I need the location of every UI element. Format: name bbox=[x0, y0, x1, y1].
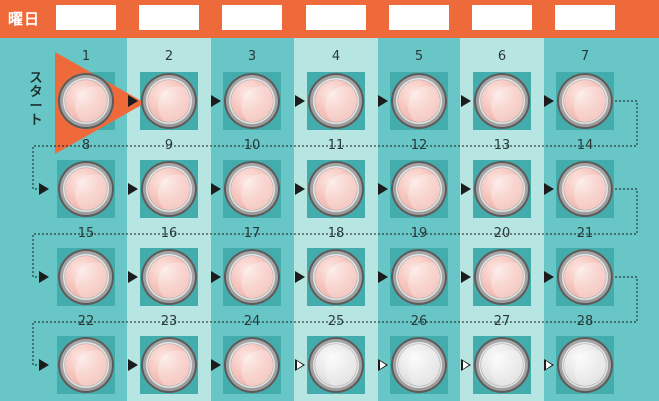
hollow-arrow-icon bbox=[544, 359, 554, 371]
day-number: 1 bbox=[66, 50, 106, 64]
day-number: 26 bbox=[399, 315, 439, 329]
arrow-icon bbox=[128, 95, 138, 107]
day-number: 17 bbox=[232, 227, 272, 241]
active-pill[interactable] bbox=[391, 73, 447, 129]
day-number: 16 bbox=[149, 227, 189, 241]
active-pill[interactable] bbox=[58, 337, 114, 393]
arrow-icon bbox=[544, 271, 554, 283]
day-number: 4 bbox=[316, 50, 356, 64]
day-number: 6 bbox=[482, 50, 522, 64]
active-pill[interactable] bbox=[308, 249, 364, 305]
arrow-icon bbox=[295, 95, 305, 107]
active-pill[interactable] bbox=[557, 73, 613, 129]
active-pill[interactable] bbox=[58, 73, 114, 129]
arrow-icon bbox=[378, 271, 388, 283]
day-number: 7 bbox=[565, 50, 605, 64]
arrow-icon bbox=[211, 271, 221, 283]
active-pill[interactable] bbox=[474, 161, 530, 217]
arrow-icon bbox=[211, 359, 221, 371]
active-pill[interactable] bbox=[308, 73, 364, 129]
active-pill[interactable] bbox=[474, 249, 530, 305]
hollow-arrow-icon bbox=[378, 359, 388, 371]
day-number: 24 bbox=[232, 315, 272, 329]
active-pill[interactable] bbox=[58, 161, 114, 217]
arrow-icon bbox=[295, 271, 305, 283]
day-number: 2 bbox=[149, 50, 189, 64]
day-number: 3 bbox=[232, 50, 272, 64]
day-number: 15 bbox=[66, 227, 106, 241]
day-number: 10 bbox=[232, 139, 272, 153]
day-number: 13 bbox=[482, 139, 522, 153]
day-number: 19 bbox=[399, 227, 439, 241]
placebo-pill[interactable] bbox=[308, 337, 364, 393]
arrow-icon bbox=[378, 95, 388, 107]
day-number: 21 bbox=[565, 227, 605, 241]
arrow-icon bbox=[39, 359, 49, 371]
active-pill[interactable] bbox=[474, 73, 530, 129]
day-number: 25 bbox=[316, 315, 356, 329]
arrow-icon bbox=[544, 183, 554, 195]
active-pill[interactable] bbox=[391, 249, 447, 305]
active-pill[interactable] bbox=[224, 249, 280, 305]
day-number: 27 bbox=[482, 315, 522, 329]
active-pill[interactable] bbox=[141, 73, 197, 129]
day-number: 22 bbox=[66, 315, 106, 329]
placebo-pill[interactable] bbox=[474, 337, 530, 393]
active-pill[interactable] bbox=[308, 161, 364, 217]
arrow-icon bbox=[461, 183, 471, 195]
arrow-icon bbox=[461, 95, 471, 107]
active-pill[interactable] bbox=[391, 161, 447, 217]
day-number: 5 bbox=[399, 50, 439, 64]
arrow-icon bbox=[211, 95, 221, 107]
day-number: 28 bbox=[565, 315, 605, 329]
day-number: 12 bbox=[399, 139, 439, 153]
day-number: 8 bbox=[66, 139, 106, 153]
day-number: 20 bbox=[482, 227, 522, 241]
day-number: 18 bbox=[316, 227, 356, 241]
arrow-icon bbox=[295, 183, 305, 195]
active-pill[interactable] bbox=[224, 337, 280, 393]
arrow-icon bbox=[544, 95, 554, 107]
arrow-icon bbox=[378, 183, 388, 195]
active-pill[interactable] bbox=[141, 249, 197, 305]
arrow-icon bbox=[128, 271, 138, 283]
arrow-icon bbox=[39, 183, 49, 195]
day-number: 23 bbox=[149, 315, 189, 329]
arrow-icon bbox=[128, 183, 138, 195]
active-pill[interactable] bbox=[557, 161, 613, 217]
active-pill[interactable] bbox=[58, 249, 114, 305]
day-number: 11 bbox=[316, 139, 356, 153]
day-number: 14 bbox=[565, 139, 605, 153]
hollow-arrow-icon bbox=[461, 359, 471, 371]
day-number: 9 bbox=[149, 139, 189, 153]
hollow-arrow-icon bbox=[295, 359, 305, 371]
active-pill[interactable] bbox=[141, 337, 197, 393]
arrow-icon bbox=[461, 271, 471, 283]
active-pill[interactable] bbox=[224, 73, 280, 129]
arrow-icon bbox=[211, 183, 221, 195]
placebo-pill[interactable] bbox=[391, 337, 447, 393]
arrow-icon bbox=[128, 359, 138, 371]
active-pill[interactable] bbox=[141, 161, 197, 217]
placebo-pill[interactable] bbox=[557, 337, 613, 393]
active-pill[interactable] bbox=[557, 249, 613, 305]
arrow-icon bbox=[39, 271, 49, 283]
active-pill[interactable] bbox=[224, 161, 280, 217]
